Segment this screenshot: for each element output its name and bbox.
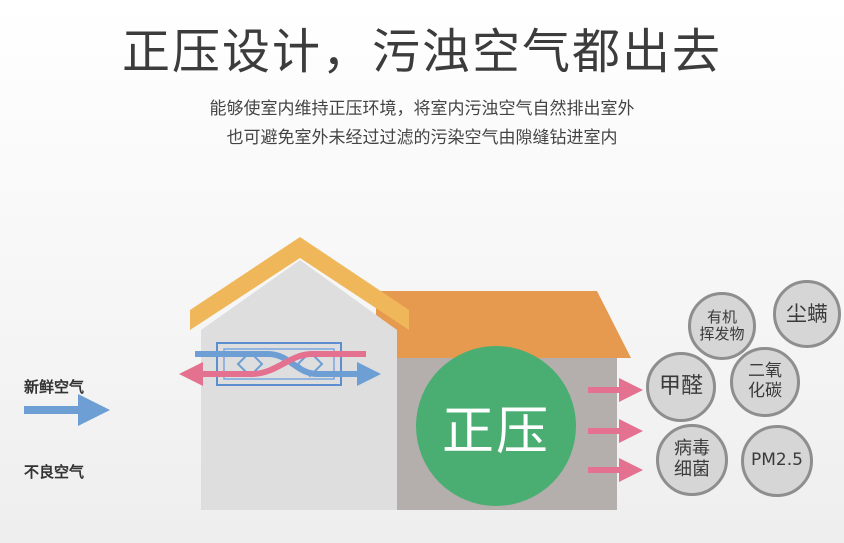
fresh-air-inlet-arrow <box>195 351 381 386</box>
fresh-air-label: 新鲜空气 <box>24 378 85 396</box>
pollutant-virus-bacteria: 病毒细菌 <box>656 424 728 496</box>
positive-pressure-badge: 正压 <box>416 346 576 506</box>
pollutant-voc: 有机挥发物 <box>688 292 756 360</box>
left-roof <box>190 237 409 330</box>
subtitle-line-1: 能够使室内维持正压环境，将室内污浊空气自然排出室外 <box>209 99 635 119</box>
subtitle-line-2: 也可避免室外未经过过滤的污染空气由隙缝钻进室内 <box>226 128 618 148</box>
pollutant-formaldehyde: 甲醛 <box>646 352 716 422</box>
page-title: 正压设计，污浊空气都出去 <box>121 24 722 80</box>
pollutant-dust-mite: 尘螨 <box>773 280 841 348</box>
bad-air-label: 不良空气 <box>24 463 85 481</box>
pollutant-co2: 二氧化碳 <box>730 347 800 417</box>
pollutant-pm25: PM2.5 <box>741 425 813 497</box>
exhaust-air-outlet-arrow <box>179 351 366 386</box>
right-roof <box>376 291 631 358</box>
